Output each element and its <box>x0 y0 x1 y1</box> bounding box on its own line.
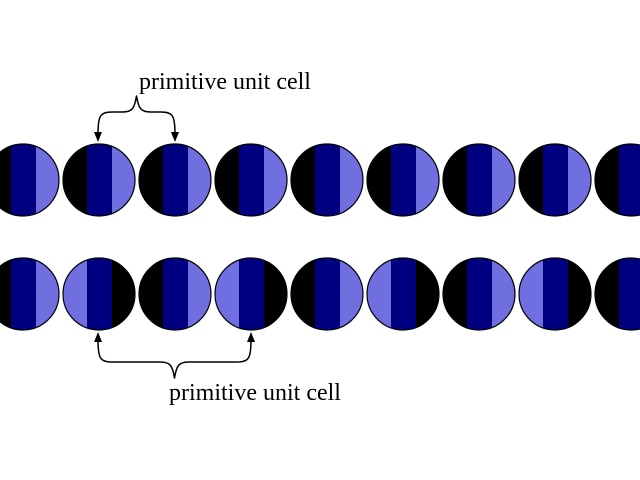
atom-band-dark <box>11 258 37 330</box>
atom-band-light <box>215 258 240 330</box>
atom-band-black <box>0 144 12 216</box>
atom <box>0 144 59 216</box>
atom-band-dark <box>467 258 493 330</box>
atom-band-black <box>291 258 316 330</box>
atom-band-dark <box>543 258 569 330</box>
atom-band-dark <box>163 258 189 330</box>
atom-band-black <box>595 144 620 216</box>
atom <box>519 144 591 216</box>
atom-band-dark <box>315 144 341 216</box>
atom-band-dark <box>87 144 113 216</box>
top-unit-cell-annotation: primitive unit cell <box>94 69 311 142</box>
atom-band-black <box>443 258 468 330</box>
atom-band-light <box>416 144 439 216</box>
atom-outline <box>138 143 212 217</box>
atom-outline <box>290 257 364 331</box>
atom-outline <box>366 257 440 331</box>
atom-band-dark <box>87 258 113 330</box>
atom-band-light <box>188 144 211 216</box>
atom-outline <box>594 143 640 217</box>
atom-band-black <box>63 144 88 216</box>
atom-outline <box>214 143 288 217</box>
atom-band-black <box>264 258 287 330</box>
atom-band-dark <box>467 144 493 216</box>
atom-band-black <box>0 258 12 330</box>
atom-band-dark <box>11 144 37 216</box>
atom-band-dark <box>391 144 417 216</box>
atom <box>291 258 363 330</box>
atom-band-light <box>36 144 59 216</box>
atom-outline <box>214 257 288 331</box>
atom-band-black <box>568 258 591 330</box>
atom-band-light <box>112 144 135 216</box>
atom-band-light <box>36 258 59 330</box>
atom-outline <box>518 257 592 331</box>
atom-band-light <box>264 144 287 216</box>
atom-band-dark <box>239 144 265 216</box>
atom-band-dark <box>543 144 569 216</box>
atom-band-black <box>595 258 620 330</box>
atom-band-dark <box>391 258 417 330</box>
top-right-arrowhead <box>171 132 179 142</box>
top-left-arrowhead <box>94 132 102 142</box>
bottom-unit-cell-label: primitive unit cell <box>169 380 341 406</box>
atom-outline <box>366 143 440 217</box>
atom-outline <box>290 143 364 217</box>
atom <box>595 144 640 216</box>
atom-outline <box>0 143 60 217</box>
atom-band-light <box>340 144 363 216</box>
atom-band-dark <box>619 144 640 216</box>
atom-rows <box>0 143 640 331</box>
bottom-right-arrowhead <box>247 332 255 342</box>
atom-band-light <box>568 144 591 216</box>
atom-outline <box>62 143 136 217</box>
atom-band-black <box>367 144 392 216</box>
atom <box>139 258 211 330</box>
atom-outline <box>442 143 516 217</box>
top-row <box>0 143 640 217</box>
atom-outline <box>0 257 60 331</box>
atom-band-black <box>519 144 544 216</box>
bottom-unit-cell-annotation: primitive unit cell <box>94 332 341 406</box>
atom-band-light <box>188 258 211 330</box>
atom-band-black <box>291 144 316 216</box>
atom <box>0 258 59 330</box>
atom-band-dark <box>619 258 640 330</box>
atom-band-black <box>112 258 135 330</box>
top-unit-cell-label: primitive unit cell <box>139 69 311 95</box>
atom <box>595 258 640 330</box>
atom-band-black <box>416 258 439 330</box>
atom-band-light <box>519 258 544 330</box>
atom <box>215 144 287 216</box>
atom-outline <box>442 257 516 331</box>
atom-band-black <box>139 144 164 216</box>
bottom-unit-cell-brace <box>97 339 252 379</box>
atom-band-black <box>139 258 164 330</box>
atom-band-black <box>215 144 240 216</box>
atom-band-light <box>492 258 515 330</box>
bottom-row <box>0 257 640 331</box>
atom-outline <box>518 143 592 217</box>
atom-outline <box>138 257 212 331</box>
atom-band-dark <box>315 258 341 330</box>
atom-band-black <box>443 144 468 216</box>
atom-band-light <box>367 258 392 330</box>
atom <box>519 258 591 330</box>
bottom-left-arrowhead <box>94 332 102 342</box>
atom-outline <box>594 257 640 331</box>
atom-band-light <box>340 258 363 330</box>
atom-band-light <box>63 258 88 330</box>
atom-band-light <box>492 144 515 216</box>
atom-outline <box>62 257 136 331</box>
atom-band-dark <box>239 258 265 330</box>
atom-band-dark <box>163 144 189 216</box>
top-unit-cell-brace <box>97 95 176 135</box>
